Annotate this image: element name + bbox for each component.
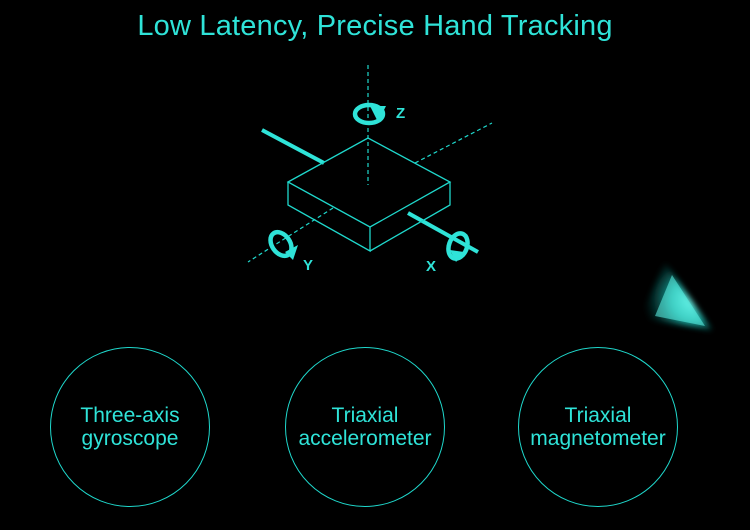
sensor-label-line2: magnetometer <box>530 427 666 450</box>
sensor-circle-magnetometer: Triaxial magnetometer <box>518 347 678 507</box>
sensor-label-line1: Triaxial <box>564 404 632 427</box>
sensor-circle-gyroscope: Three-axis gyroscope <box>50 347 210 507</box>
glow-shard-decoration <box>640 262 712 330</box>
sensor-label-line1: Triaxial <box>331 404 399 427</box>
x-axis-label: X <box>426 258 436 275</box>
page-title: Low Latency, Precise Hand Tracking <box>137 10 613 42</box>
y-axis-dashed-line <box>247 207 334 263</box>
sensor-circle-accelerometer: Triaxial accelerometer <box>285 347 445 507</box>
sensor-label-line2: accelerometer <box>298 427 432 450</box>
y-axis-label: Y <box>303 257 313 274</box>
y-axis-solid-segment <box>261 128 325 165</box>
z-rotation-arrow-icon <box>352 102 386 126</box>
x-rotation-arrow-icon <box>446 231 470 262</box>
z-axis-label: Z <box>396 105 405 122</box>
sensor-board <box>286 137 452 253</box>
sensor-label-line2: gyroscope <box>81 427 179 450</box>
sensor-label-line1: Three-axis <box>80 404 180 427</box>
y-rotation-arrow-icon <box>268 229 298 260</box>
x-axis-dashed-line <box>414 122 493 164</box>
